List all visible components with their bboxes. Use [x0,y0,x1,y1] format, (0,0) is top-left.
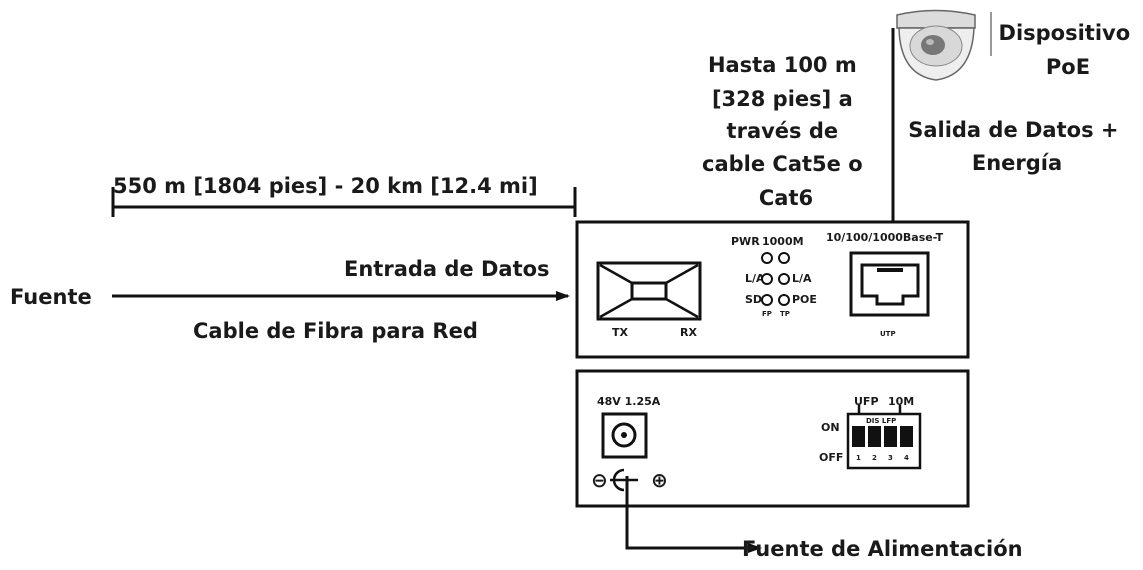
fiber-distance-label: 550 m [1804 pies] - 20 km [12.4 mi] [113,174,538,198]
port-speed-label: 10/100/1000Base-T [826,231,944,244]
data-input-label: Entrada de Datos [344,257,550,281]
led-la-left [761,273,773,285]
data-power-output-label: Salida de Datos + Energía [908,118,1126,175]
dc-power-jack [601,412,648,459]
led-sd [761,294,773,306]
led-poe [778,294,790,306]
led-1000m-label: 1000M [762,235,804,248]
dip-switch-toggles [852,426,913,447]
led-fp-label: FP [762,310,772,318]
led-poe-label: POE [792,293,817,306]
switch-on-label: ON [821,421,840,434]
tx-label: TX [612,326,629,339]
svg-text:1: 1 [856,454,861,462]
utp-label: UTP [880,330,896,338]
switch-label-ufp: UFP [854,395,879,408]
led-la-left-label: L/A [745,272,765,285]
source-label: Fuente [10,285,92,309]
switch-off-label: OFF [819,451,843,464]
led-1000m [778,252,790,264]
svg-text:⊖: ⊖ [591,468,608,492]
copper-range-label: Hasta 100 m [328 pies] a través de cable… [702,53,870,210]
svg-text:DIS LFP: DIS LFP [866,417,896,425]
led-tp-label: TP [780,310,790,318]
power-rating-label: 48V 1.25A [597,395,661,408]
led-la-right [778,273,790,285]
svg-text:4: 4 [904,454,909,462]
rj45-port [849,251,930,317]
power-source-label: Fuente de Alimentación [742,537,1023,561]
led-pwr [761,252,773,264]
rx-label: RX [680,326,697,339]
sfp-port [596,261,702,321]
led-la-right-label: L/A [792,272,812,285]
power-supply-arrow [625,476,762,553]
led-pwr-label: PWR [731,235,760,248]
fiber-cable-label: Cable de Fibra para Red [193,319,478,343]
polarity-symbol: ⊖ ⊕ [591,468,668,492]
switch-label-10m: 10M [888,395,914,408]
device-label: Dispositivo PoE [999,21,1138,79]
svg-text:3: 3 [888,454,893,462]
svg-text:⊕: ⊕ [651,468,668,492]
svg-text:2: 2 [872,454,877,462]
dip-switch: DIS LFP 1 2 3 4 [846,412,922,470]
led-sd-label: SD [745,293,762,306]
poe-camera-icon [896,9,976,81]
